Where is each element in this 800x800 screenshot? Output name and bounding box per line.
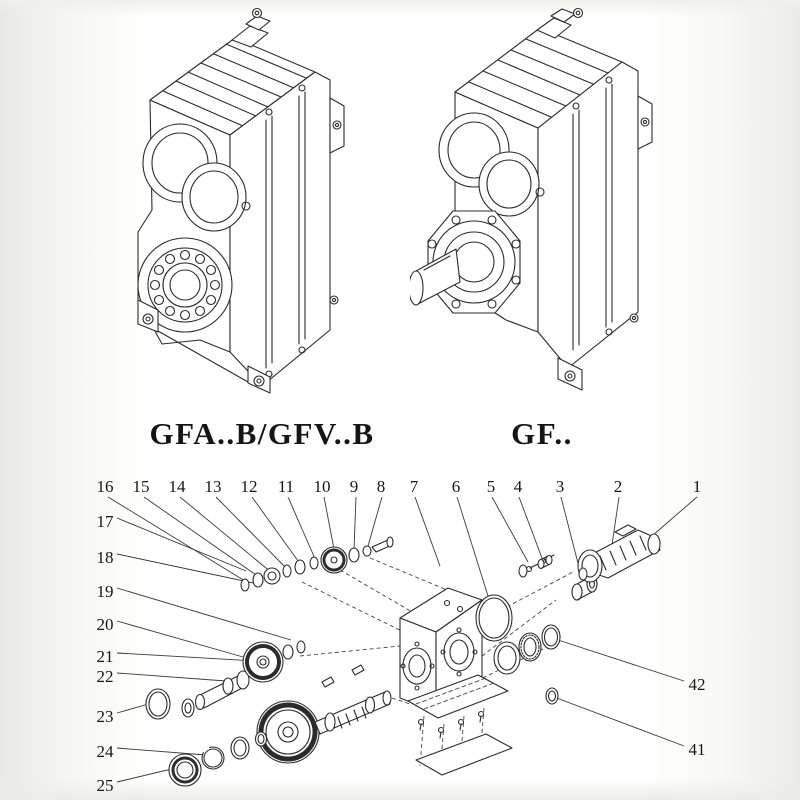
callout-21: 21 bbox=[97, 647, 114, 666]
callout-9: 9 bbox=[350, 477, 359, 496]
callout-42: 42 bbox=[689, 675, 706, 694]
gear-housing bbox=[399, 587, 483, 713]
callout-13: 13 bbox=[205, 477, 222, 496]
hollow-shaft-bearing bbox=[137, 237, 233, 333]
callout-16: 16 bbox=[97, 477, 114, 496]
callout-5: 5 bbox=[487, 477, 496, 496]
gearbox-gfab-drawing bbox=[137, 7, 345, 394]
callout-18: 18 bbox=[97, 548, 114, 567]
callout-11: 11 bbox=[278, 477, 294, 496]
output-gear-assembly bbox=[256, 664, 392, 764]
intermediate-gear-assembly bbox=[145, 640, 306, 720]
callout-20: 20 bbox=[97, 615, 114, 634]
callout-10: 10 bbox=[314, 477, 331, 496]
callout-22: 22 bbox=[97, 667, 114, 686]
callout-8: 8 bbox=[377, 477, 386, 496]
callout-1: 1 bbox=[693, 477, 702, 496]
motor-part bbox=[577, 524, 661, 583]
callout-24: 24 bbox=[97, 742, 115, 761]
callout-7: 7 bbox=[410, 477, 419, 496]
upper-bearing-bosses bbox=[142, 123, 251, 232]
callout-14: 14 bbox=[169, 477, 187, 496]
callout-numbers: 16 15 14 13 12 11 10 9 8 7 6 5 4 3 2 1 1… bbox=[97, 477, 706, 795]
output-shaft bbox=[410, 248, 461, 306]
callout-25: 25 bbox=[97, 776, 114, 795]
callout-17: 17 bbox=[97, 512, 115, 531]
callout-leader-lines bbox=[107, 496, 698, 783]
bearing-parts bbox=[168, 731, 268, 787]
callout-4: 4 bbox=[514, 477, 523, 496]
gasket-and-fasteners bbox=[475, 554, 555, 642]
product-label-gfab: GFA..B/GFV..B bbox=[149, 416, 375, 451]
cover-plate-assembly bbox=[407, 674, 513, 776]
callout-6: 6 bbox=[452, 477, 461, 496]
callout-15: 15 bbox=[133, 477, 150, 496]
callout-23: 23 bbox=[97, 707, 114, 726]
input-shaft-assembly bbox=[240, 536, 394, 592]
output-flange bbox=[427, 210, 521, 314]
callout-19: 19 bbox=[97, 582, 114, 601]
callout-3: 3 bbox=[556, 477, 565, 496]
exploded-view-diagram: 16 15 14 13 12 11 10 9 8 7 6 5 4 3 2 1 1… bbox=[97, 477, 706, 795]
product-label-gf: GF.. bbox=[511, 416, 573, 451]
upper-bearing-bosses bbox=[438, 112, 545, 217]
bearing-rings bbox=[493, 624, 561, 705]
callout-41: 41 bbox=[689, 740, 706, 759]
callout-2: 2 bbox=[614, 477, 623, 496]
gearbox-gf-drawing bbox=[410, 7, 653, 391]
callout-12: 12 bbox=[241, 477, 258, 496]
